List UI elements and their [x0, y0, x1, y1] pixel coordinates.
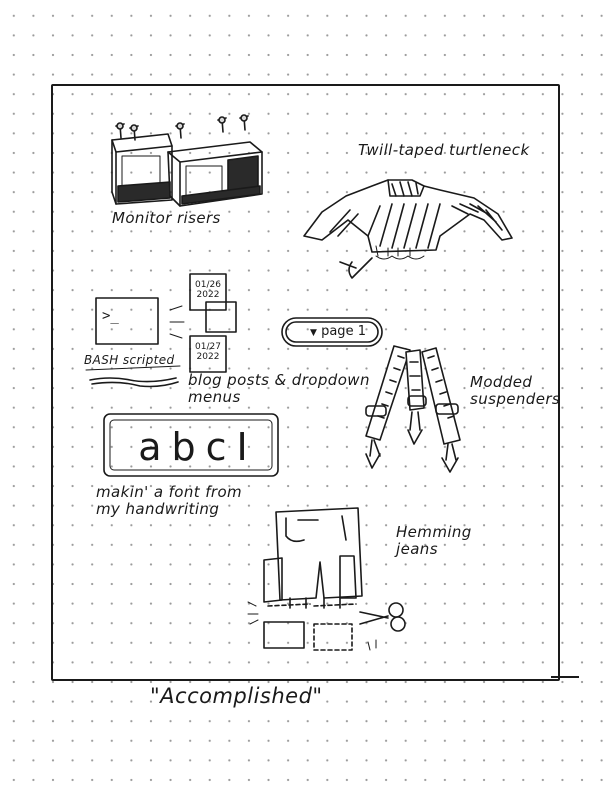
font-sample: abcI [138, 425, 258, 469]
jeans-label: Hemming jeans [396, 523, 472, 559]
dropdown-arrow-icon: ▼ [310, 328, 317, 338]
jeans-illustration [247, 507, 406, 651]
page-caption: "Accomplished" [150, 684, 323, 708]
border-tail [551, 676, 579, 678]
turtleneck-illustration [303, 179, 513, 279]
suspenders-illustration [365, 345, 461, 473]
dropdown-pill: ▼ page 1 [298, 322, 378, 342]
dropdown-illustration [281, 317, 383, 347]
blog-posts-label: blog posts & dropdown menus [188, 371, 370, 407]
monitor-risers-illustration [111, 114, 263, 207]
date-stamp-1: 01/26 2022 [195, 280, 221, 300]
blog-posts-illustration [85, 273, 237, 388]
font-box-illustration [103, 413, 279, 477]
monitor-risers-label: Monitor risers [112, 209, 221, 227]
date-stamp-2: 01/27 2022 [195, 342, 221, 362]
suspenders-label: Modded suspenders [470, 373, 561, 409]
terminal-prompt: >_ [102, 308, 119, 324]
page-border [51, 84, 560, 681]
dropdown-label: page 1 [321, 324, 366, 339]
bash-label: BASH scripted [84, 353, 175, 367]
font-label: makin' a font from my handwriting [96, 483, 243, 519]
turtleneck-label: Twill-taped turtleneck [358, 141, 530, 159]
